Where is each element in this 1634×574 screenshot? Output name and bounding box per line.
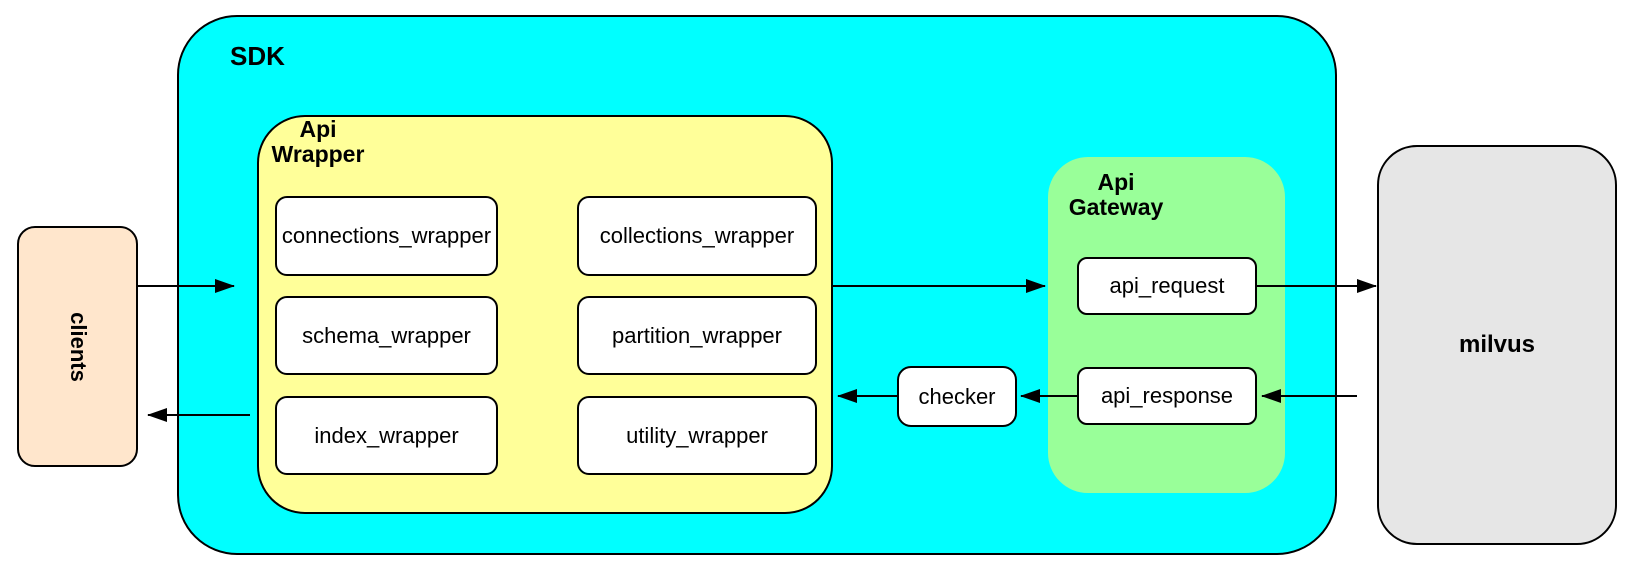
sdk-label: SDK	[230, 41, 285, 71]
node-collections-wrapper-label: collections_wrapper	[599, 223, 795, 248]
api-gateway-container	[1048, 157, 1285, 493]
api-gateway-label-line1: Api	[1097, 169, 1135, 195]
node-partition-wrapper: partition_wrapper	[577, 296, 817, 375]
node-collections-wrapper: collections_wrapper	[577, 196, 817, 276]
milvus-node: milvus	[1377, 145, 1617, 545]
node-schema-wrapper: schema_wrapper	[275, 296, 498, 375]
checker-node: checker	[897, 366, 1017, 427]
api-gateway-label-line2: Gateway	[1068, 194, 1164, 220]
node-connections-wrapper: connections_wrapper	[275, 196, 498, 276]
node-partition-wrapper-label: partition_wrapper	[612, 322, 782, 348]
node-connections-wrapper-label: connections_wrapper	[281, 223, 492, 248]
node-api-response: api_response	[1077, 367, 1257, 425]
node-utility-wrapper: utility_wrapper	[577, 396, 817, 475]
api-wrapper-label-line2: Wrapper	[271, 141, 365, 167]
clients-node: clients	[17, 226, 138, 467]
node-index-wrapper: index_wrapper	[275, 396, 498, 475]
node-utility-wrapper-label: utility_wrapper	[626, 422, 768, 448]
node-api-request-label: api_request	[1109, 273, 1225, 298]
api-gateway-label: Api Gateway	[1046, 170, 1186, 220]
checker-node-label: checker	[918, 383, 996, 409]
node-api-response-label: api_response	[1100, 383, 1234, 408]
api-wrapper-label: Api Wrapper	[248, 117, 388, 167]
clients-label: clients	[65, 311, 91, 382]
api-wrapper-label-line1: Api	[299, 116, 337, 142]
milvus-label: milvus	[1458, 331, 1536, 358]
node-api-request: api_request	[1077, 257, 1257, 315]
node-schema-wrapper-label: schema_wrapper	[302, 322, 471, 348]
node-index-wrapper-label: index_wrapper	[314, 422, 459, 448]
